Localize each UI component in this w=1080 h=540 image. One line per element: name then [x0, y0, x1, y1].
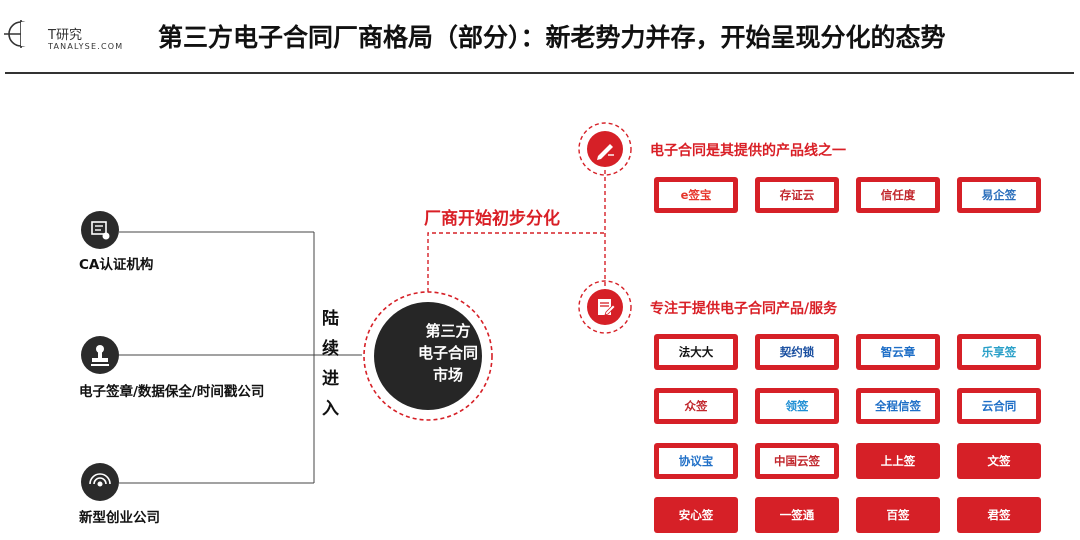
header-divider [5, 72, 1074, 74]
vendor-name: 一签通 [779, 508, 815, 522]
vendor-logo: 云合同 [957, 388, 1041, 424]
vendor-logo: 全程信签 [856, 388, 940, 424]
vendor-name: 君签 [987, 508, 1011, 522]
source-label-seal: 电子签章/数据保全/时间戳公司 [79, 384, 265, 400]
vendor-logo: 智云章 [856, 334, 940, 370]
vendor-name: 法大大 [659, 339, 733, 365]
center-label-line: 电子合同 [417, 344, 478, 362]
vendor-name: 文签 [987, 454, 1011, 468]
vendor-name: 协议宝 [659, 448, 733, 474]
vendor-logo: 一签通 [755, 497, 839, 533]
document-icon [587, 289, 623, 325]
vendor-logo: 百签 [856, 497, 940, 533]
logo-icon [4, 20, 38, 48]
vendor-name: 上上签 [880, 454, 916, 468]
vendor-logo: 协议宝 [654, 443, 738, 479]
vendor-logo: 君签 [957, 497, 1041, 533]
vendor-name: 智云章 [861, 339, 935, 365]
source-label-startup: 新型创业公司 [79, 510, 160, 526]
vendor-name: 信任度 [861, 182, 935, 208]
header: T研究 TANALYSE.COM 第三方电子合同厂商格局（部分）：新老势力并存，… [0, 0, 1080, 78]
source-label-ca: CA认证机构 [79, 257, 154, 273]
vendor-logo: 乐享签 [957, 334, 1041, 370]
vendor-logo: e签宝 [654, 177, 738, 213]
logo-url: TANALYSE.COM [48, 42, 124, 51]
vendor-name: 契约锁 [760, 339, 834, 365]
split-label: 厂商开始初步分化 [424, 209, 560, 229]
vendor-logo: 众签 [654, 388, 738, 424]
vendor-name: 众签 [659, 393, 733, 419]
category-label-product-line: 电子合同是其提供的产品线之一 [650, 143, 846, 159]
vendor-logo: 文签 [957, 443, 1041, 479]
vendor-name: 存证云 [760, 182, 834, 208]
enter-label-char: 入 [322, 399, 339, 419]
vendor-name: 乐享签 [962, 339, 1036, 365]
vendor-logo: 中国云签 [755, 443, 839, 479]
pen-icon [587, 131, 623, 167]
startup-signal-icon [81, 463, 119, 501]
vendor-logo: 上上签 [856, 443, 940, 479]
vendor-name: 百签 [886, 508, 910, 522]
seal-stamp-icon [81, 336, 119, 374]
page-title: 第三方电子合同厂商格局（部分）：新老势力并存，开始呈现分化的态势 [158, 23, 946, 52]
center-label-line: 市场 [432, 366, 463, 384]
vendor-logo: 领签 [755, 388, 839, 424]
enter-label-char: 进 [322, 369, 339, 389]
enter-label-char: 续 [322, 339, 339, 359]
vendor-name: 领签 [760, 393, 834, 419]
vendor-logo: 存证云 [755, 177, 839, 213]
certificate-icon [81, 211, 119, 249]
center-label-line: 第三方 [425, 322, 471, 340]
vendor-logo: 易企签 [957, 177, 1041, 213]
vendor-name: 易企签 [962, 182, 1036, 208]
category-label-dedicated: 专注于提供电子合同产品/服务 [650, 301, 838, 317]
vendor-name: e签宝 [659, 182, 733, 208]
vendor-name: 全程信签 [861, 393, 935, 419]
vendor-logo: 契约锁 [755, 334, 839, 370]
center-market-circle [374, 302, 482, 410]
vendor-logo: 信任度 [856, 177, 940, 213]
vendor-name: 云合同 [962, 393, 1036, 419]
vendor-name: 中国云签 [760, 448, 834, 474]
logo-name: T研究 [48, 28, 82, 43]
vendor-logo: 安心签 [654, 497, 738, 533]
center-market-label: 第三方 电子合同 市场 [393, 320, 503, 386]
vendor-logo: 法大大 [654, 334, 738, 370]
vendor-name: 安心签 [678, 508, 714, 522]
enter-label-char: 陆 [322, 309, 339, 329]
